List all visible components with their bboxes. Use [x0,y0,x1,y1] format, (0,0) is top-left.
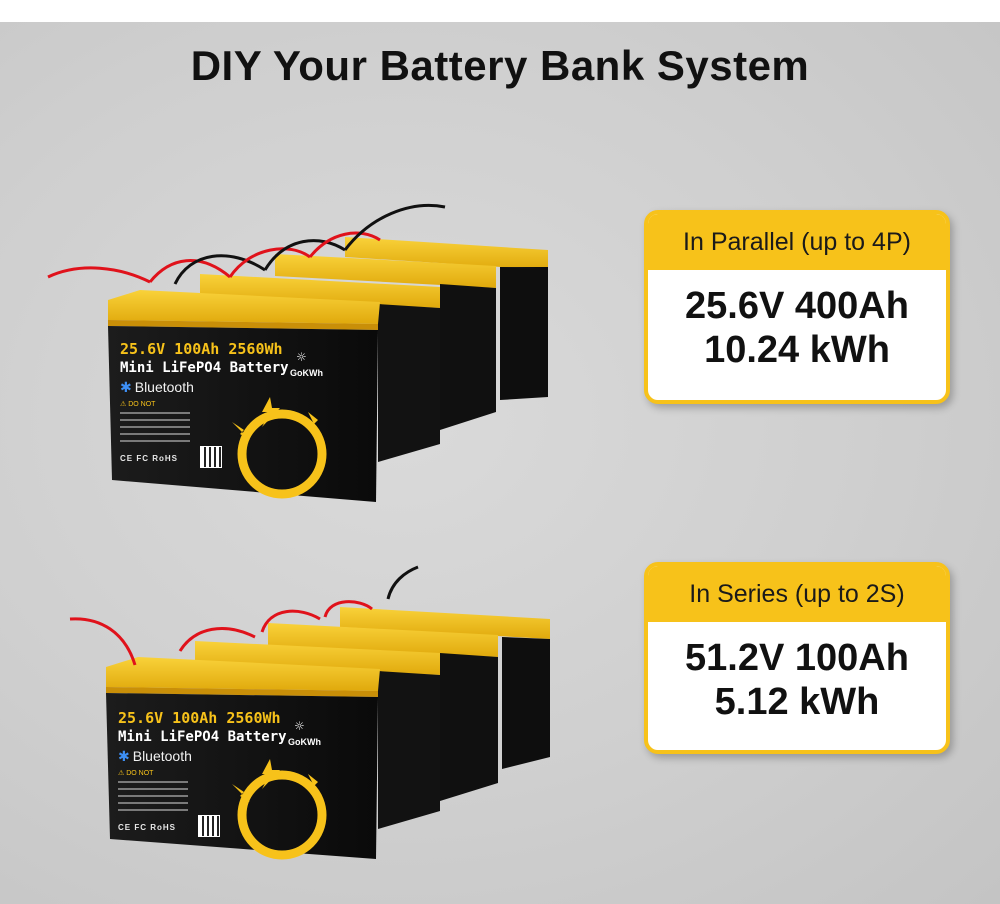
series-battery-illustration: 25.6V 100Ah 2560Wh Mini LiFePO4 Battery … [0,537,620,897]
banner: DIY Your Battery Bank System [0,22,1000,904]
page-title: DIY Your Battery Bank System [190,42,810,89]
battery-unit-3 [275,254,496,430]
parallel-values: 25.6V 400Ah 10.24 kWh [648,270,946,372]
battery-brand-text: GoKWh [290,368,323,378]
wiring [47,204,446,285]
battery-front-label: 25.6V 100Ah 2560Wh Mini LiFePO4 Battery … [112,334,382,494]
battery-spec-text: 25.6V 100Ah 2560Wh [120,340,283,358]
battery-spec-text: 25.6V 100Ah 2560Wh [118,709,281,727]
parallel-heading: In Parallel (up to 4P) [648,214,946,270]
battery-brand-text: GoKWh [288,737,321,747]
bluetooth-icon: ✱ [120,379,132,395]
series-values: 51.2V 100Ah 5.12 kWh [648,622,946,724]
battery-bluetooth-text: ✱Bluetooth [120,379,194,396]
parallel-battery-graphic [47,204,548,502]
battery-warning-lines [118,781,188,816]
series-spec-value: 51.2V 100Ah [685,637,909,679]
battery-cert-marks: CE FC RoHS [120,454,178,463]
bluetooth-label: Bluetooth [132,748,192,764]
battery-unit-2 [200,274,440,462]
wiring [69,565,419,666]
warning-label: DO NOT [128,401,156,408]
battery-model-text: Mini LiFePO4 Battery [120,360,289,376]
series-battery-graphic [69,565,550,860]
bluetooth-icon: ✱ [118,748,130,764]
battery-unit-2 [195,641,440,829]
warning-icon: ⚠ [120,401,127,408]
qr-code-icon [200,446,222,468]
battery-unit-1 [106,657,380,860]
battery-front-label: 25.6V 100Ah 2560Wh Mini LiFePO4 Battery … [110,703,380,863]
series-spec-card: In Series (up to 2S) 51.2V 100Ah 5.12 kW… [644,562,950,754]
series-energy-value: 5.12 kWh [714,681,880,723]
parallel-spec-value: 25.6V 400Ah [685,285,909,327]
bluetooth-label: Bluetooth [134,379,194,395]
battery-unit-4 [340,607,550,769]
battery-unit-4 [345,237,548,400]
battery-model-text: Mini LiFePO4 Battery [118,729,287,745]
warning-icon: ⚠ [118,770,125,777]
series-heading: In Series (up to 2S) [648,566,946,622]
battery-unit-3 [268,623,498,801]
parallel-energy-value: 10.24 kWh [704,329,890,371]
qr-code-icon [198,815,220,837]
parallel-battery-illustration: 25.6V 100Ah 2560Wh Mini LiFePO4 Battery … [0,172,620,532]
battery-cert-marks: CE FC RoHS [118,823,176,832]
battery-warning-text: ⚠ DO NOT [120,400,155,408]
battery-unit-1 [108,290,380,502]
sun-logo-icon: ☼ [294,719,305,733]
warning-label: DO NOT [126,770,154,777]
sun-logo-icon: ☼ [296,350,307,364]
battery-bluetooth-text: ✱Bluetooth [118,748,192,765]
battery-warning-text: ⚠ DO NOT [118,769,153,777]
parallel-spec-card: In Parallel (up to 4P) 25.6V 400Ah 10.24… [644,210,950,404]
battery-warning-lines [120,412,190,447]
